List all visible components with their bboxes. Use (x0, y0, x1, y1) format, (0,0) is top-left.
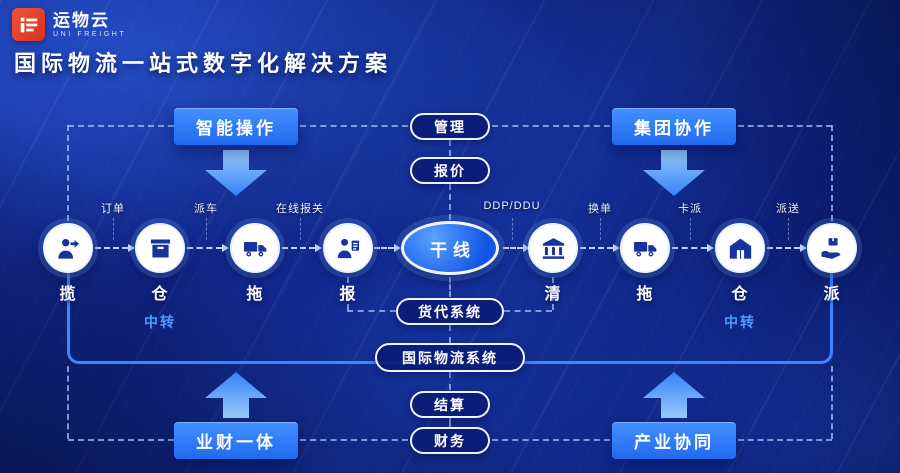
person-collect-icon (57, 238, 79, 259)
flow-node-warehouse-left (135, 223, 185, 273)
brand-logo: 运物云 UNI FREIGHT (12, 8, 126, 41)
dashed-connector (738, 125, 832, 127)
flow-node-label: 仓 (151, 286, 169, 303)
button-industry-synergy: 产业协同 (612, 422, 736, 459)
brand-text: 运物云 UNI FREIGHT (53, 11, 126, 38)
dashed-connector (492, 125, 610, 127)
dashed-connector (67, 366, 69, 439)
flow-node-label: 拖 (246, 286, 264, 303)
flow-node-label: 报 (339, 286, 357, 303)
dashed-connector (831, 125, 833, 221)
dashed-connector (68, 125, 174, 127)
flow-node-label: 拖 (636, 286, 654, 303)
dashed-connector (347, 277, 349, 310)
big-arrow-up-icon (643, 372, 705, 418)
dashed-connector (738, 439, 832, 441)
pill-settlement: 结算 (410, 391, 490, 418)
flow-arrow (374, 244, 401, 252)
flow-node-label: 派 (823, 286, 841, 303)
pill-intl-logistics-system: 国际物流系统 (375, 343, 525, 372)
warehouse-icon (729, 238, 751, 259)
flow-arrow (767, 244, 807, 252)
delivery-icon (820, 237, 840, 259)
edge-tick (206, 218, 207, 240)
dashed-connector (68, 439, 174, 441)
edge-label-swap-order: 换单 (588, 203, 612, 215)
transfer-label-right: 中转 (724, 314, 756, 330)
edge-tick (113, 218, 114, 240)
dashed-connector (449, 372, 451, 390)
pill-finance: 财务 (410, 427, 490, 454)
edge-tick (788, 218, 789, 240)
edge-tick (600, 218, 601, 240)
brand-name: 运物云 (53, 11, 110, 31)
page-title: 国际物流一站式数字化解决方案 (14, 51, 393, 76)
flow-node-drayage-left (230, 223, 280, 273)
flow-arrow (282, 244, 322, 252)
button-group-collaboration: 集团协作 (612, 108, 736, 145)
logo-icon (12, 8, 45, 41)
flow-node-warehouse-right (715, 223, 765, 273)
flow-node-label: 揽 (59, 286, 77, 303)
truck-icon (633, 241, 656, 256)
dashed-connector (492, 439, 610, 441)
pill-forwarder-system: 货代系统 (396, 298, 504, 325)
brand-subtitle: UNI FREIGHT (53, 30, 127, 38)
logo-glyph-icon (20, 17, 37, 32)
dashed-connector (300, 439, 408, 441)
dashed-connector (552, 277, 554, 310)
dashed-connector (67, 125, 69, 221)
big-arrow-down-icon (643, 150, 705, 196)
edge-tick (512, 218, 513, 240)
trunk-line-hub: 干线 (401, 221, 499, 275)
pill-quotation: 报价 (410, 157, 490, 184)
flow-arrow (503, 244, 530, 252)
pill-management: 管理 (410, 113, 490, 140)
flow-node-label: 清 (544, 286, 562, 303)
dashed-connector (449, 184, 451, 220)
flow-arrow (672, 244, 714, 252)
edge-label-dispatch: 派车 (194, 203, 218, 215)
flow-node-label: 仓 (731, 286, 749, 303)
flow-node-delivery (807, 223, 857, 273)
edge-label-last-mile: 派送 (776, 203, 800, 215)
edge-label-order: 订单 (101, 203, 125, 215)
flow-arrow (95, 244, 135, 252)
button-business-finance: 业财一体 (174, 422, 298, 459)
flow-node-pickup (43, 223, 93, 273)
dashed-connector (504, 310, 552, 312)
edge-tick (300, 218, 301, 240)
transfer-label-left: 中转 (144, 314, 176, 330)
dashed-connector (347, 310, 396, 312)
flow-node-clearance (528, 223, 578, 273)
dashed-connector (300, 125, 408, 127)
truck-icon (243, 241, 266, 256)
customs-clearance-icon (542, 237, 564, 259)
button-smart-operation: 智能操作 (174, 108, 298, 145)
dashed-connector (831, 366, 833, 439)
flow-node-declare (323, 223, 373, 273)
dashed-connector (449, 140, 451, 156)
customs-declare-icon (337, 238, 359, 258)
edge-label-truck-delivery: 卡派 (678, 203, 702, 215)
dashed-connector (449, 418, 451, 427)
parcel-box-icon (150, 239, 170, 257)
edge-label-online-declare: 在线报关 (276, 203, 324, 215)
dashed-connector (449, 277, 451, 297)
edge-label-ddp-ddu: DDP/DDU (483, 200, 541, 212)
flow-arrow (187, 244, 229, 252)
big-arrow-down-icon (205, 150, 267, 196)
flow-arrow (580, 244, 620, 252)
flow-node-drayage-right (620, 223, 670, 273)
edge-tick (690, 218, 691, 240)
dashed-connector (449, 325, 451, 343)
big-arrow-up-icon (205, 372, 267, 418)
